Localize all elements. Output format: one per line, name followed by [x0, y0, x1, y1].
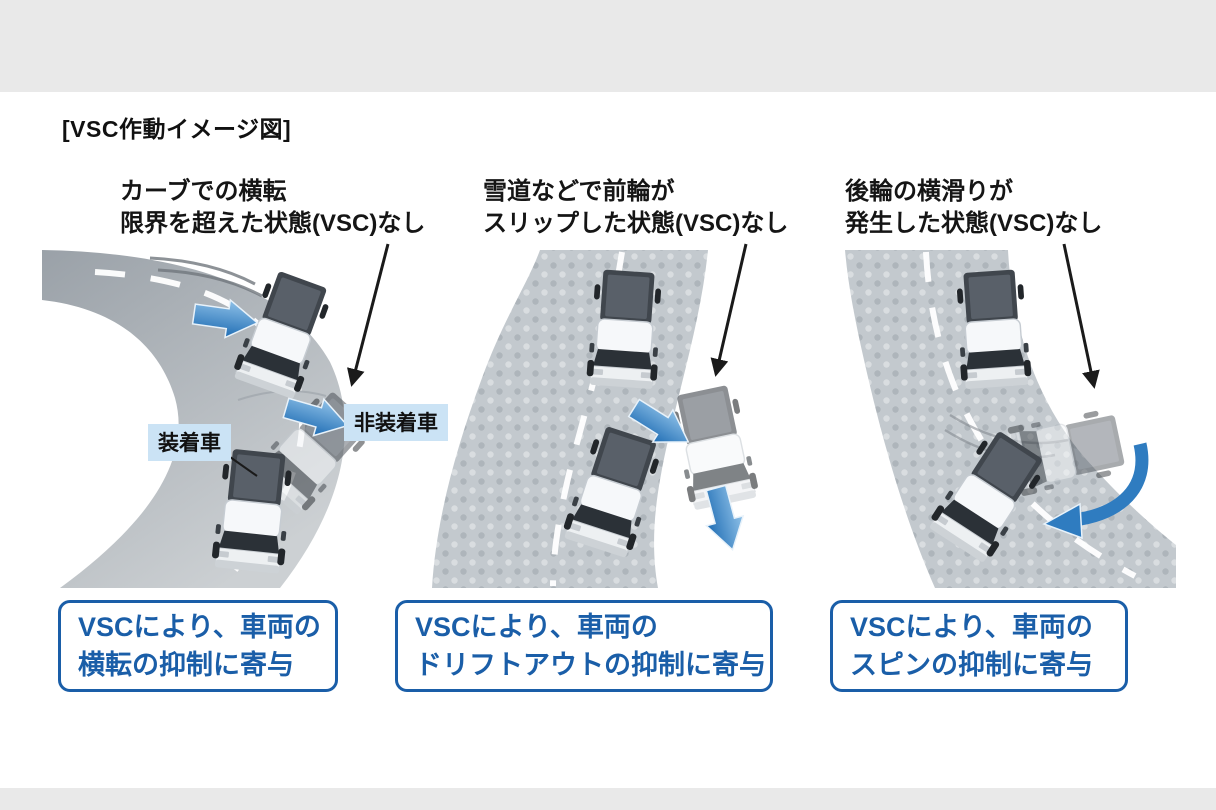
skid-mark-1b	[157, 268, 263, 298]
result-box-rollover: VSCにより、車両の 横転の抑制に寄与	[58, 600, 338, 692]
result-box-driftout: VSCにより、車両の ドリフトアウトの抑制に寄与	[395, 600, 773, 692]
caption-driftout: 雪道などで前輪が スリップした状態(VSC)なし	[483, 176, 788, 240]
caption-rollover-line2: 限界を超えた状態(VSC)なし	[120, 210, 426, 238]
result-box-spin: VSCにより、車両の スピンの抑制に寄与	[830, 600, 1128, 692]
caption-rollover: カーブでの横転 限界を超えた状態(VSC)なし	[120, 176, 425, 240]
result-driftout-line1: VSCにより、車両の	[415, 611, 658, 642]
caption-pointer-arrow-2	[710, 243, 748, 377]
caption-pointer-arrow-3	[1062, 243, 1100, 389]
caption-spin-line1: 後輪の横滑りが	[845, 178, 1013, 205]
letterbox-top	[0, 0, 1216, 92]
panel-driftout-scene	[432, 243, 761, 588]
equipped-label-pointer	[229, 456, 258, 477]
not-equipped-vehicle-label: 非装着車	[344, 404, 448, 441]
page-title: [VSC作動イメージ図]	[62, 116, 292, 142]
truck-approaching-3	[953, 268, 1033, 391]
caption-spin-line2: 発生した状態(VSC)なし	[845, 210, 1103, 238]
spin-arrow	[1073, 442, 1149, 527]
caption-driftout-line2: スリップした状態(VSC)なし	[483, 210, 789, 238]
truck-approaching	[585, 268, 665, 391]
result-rollover-line2: 横転の抑制に寄与	[78, 650, 294, 680]
result-spin-line2: スピンの抑制に寄与	[850, 650, 1093, 680]
result-rollover-line1: VSCにより、車両の	[78, 611, 321, 642]
letterbox-bottom	[0, 788, 1216, 810]
caption-rollover-line1: カーブでの横転	[120, 178, 287, 205]
caption-spin: 後輪の横滑りが 発生した状態(VSC)なし	[845, 176, 1102, 240]
result-driftout-line2: ドリフトアウトの抑制に寄与	[415, 650, 766, 680]
caption-pointer-arrow-1	[347, 243, 390, 387]
caption-driftout-line1: 雪道などで前輪が	[483, 178, 675, 205]
spin-arrow-head	[1042, 502, 1083, 540]
panel-rollover-scene	[42, 243, 390, 588]
road-3	[845, 250, 1176, 588]
panel-spin-scene	[845, 243, 1176, 588]
skid-mark-1a	[149, 256, 256, 286]
equipped-vehicle-label: 装着車	[148, 424, 231, 461]
result-spin-line1: VSCにより、車両の	[850, 611, 1093, 642]
